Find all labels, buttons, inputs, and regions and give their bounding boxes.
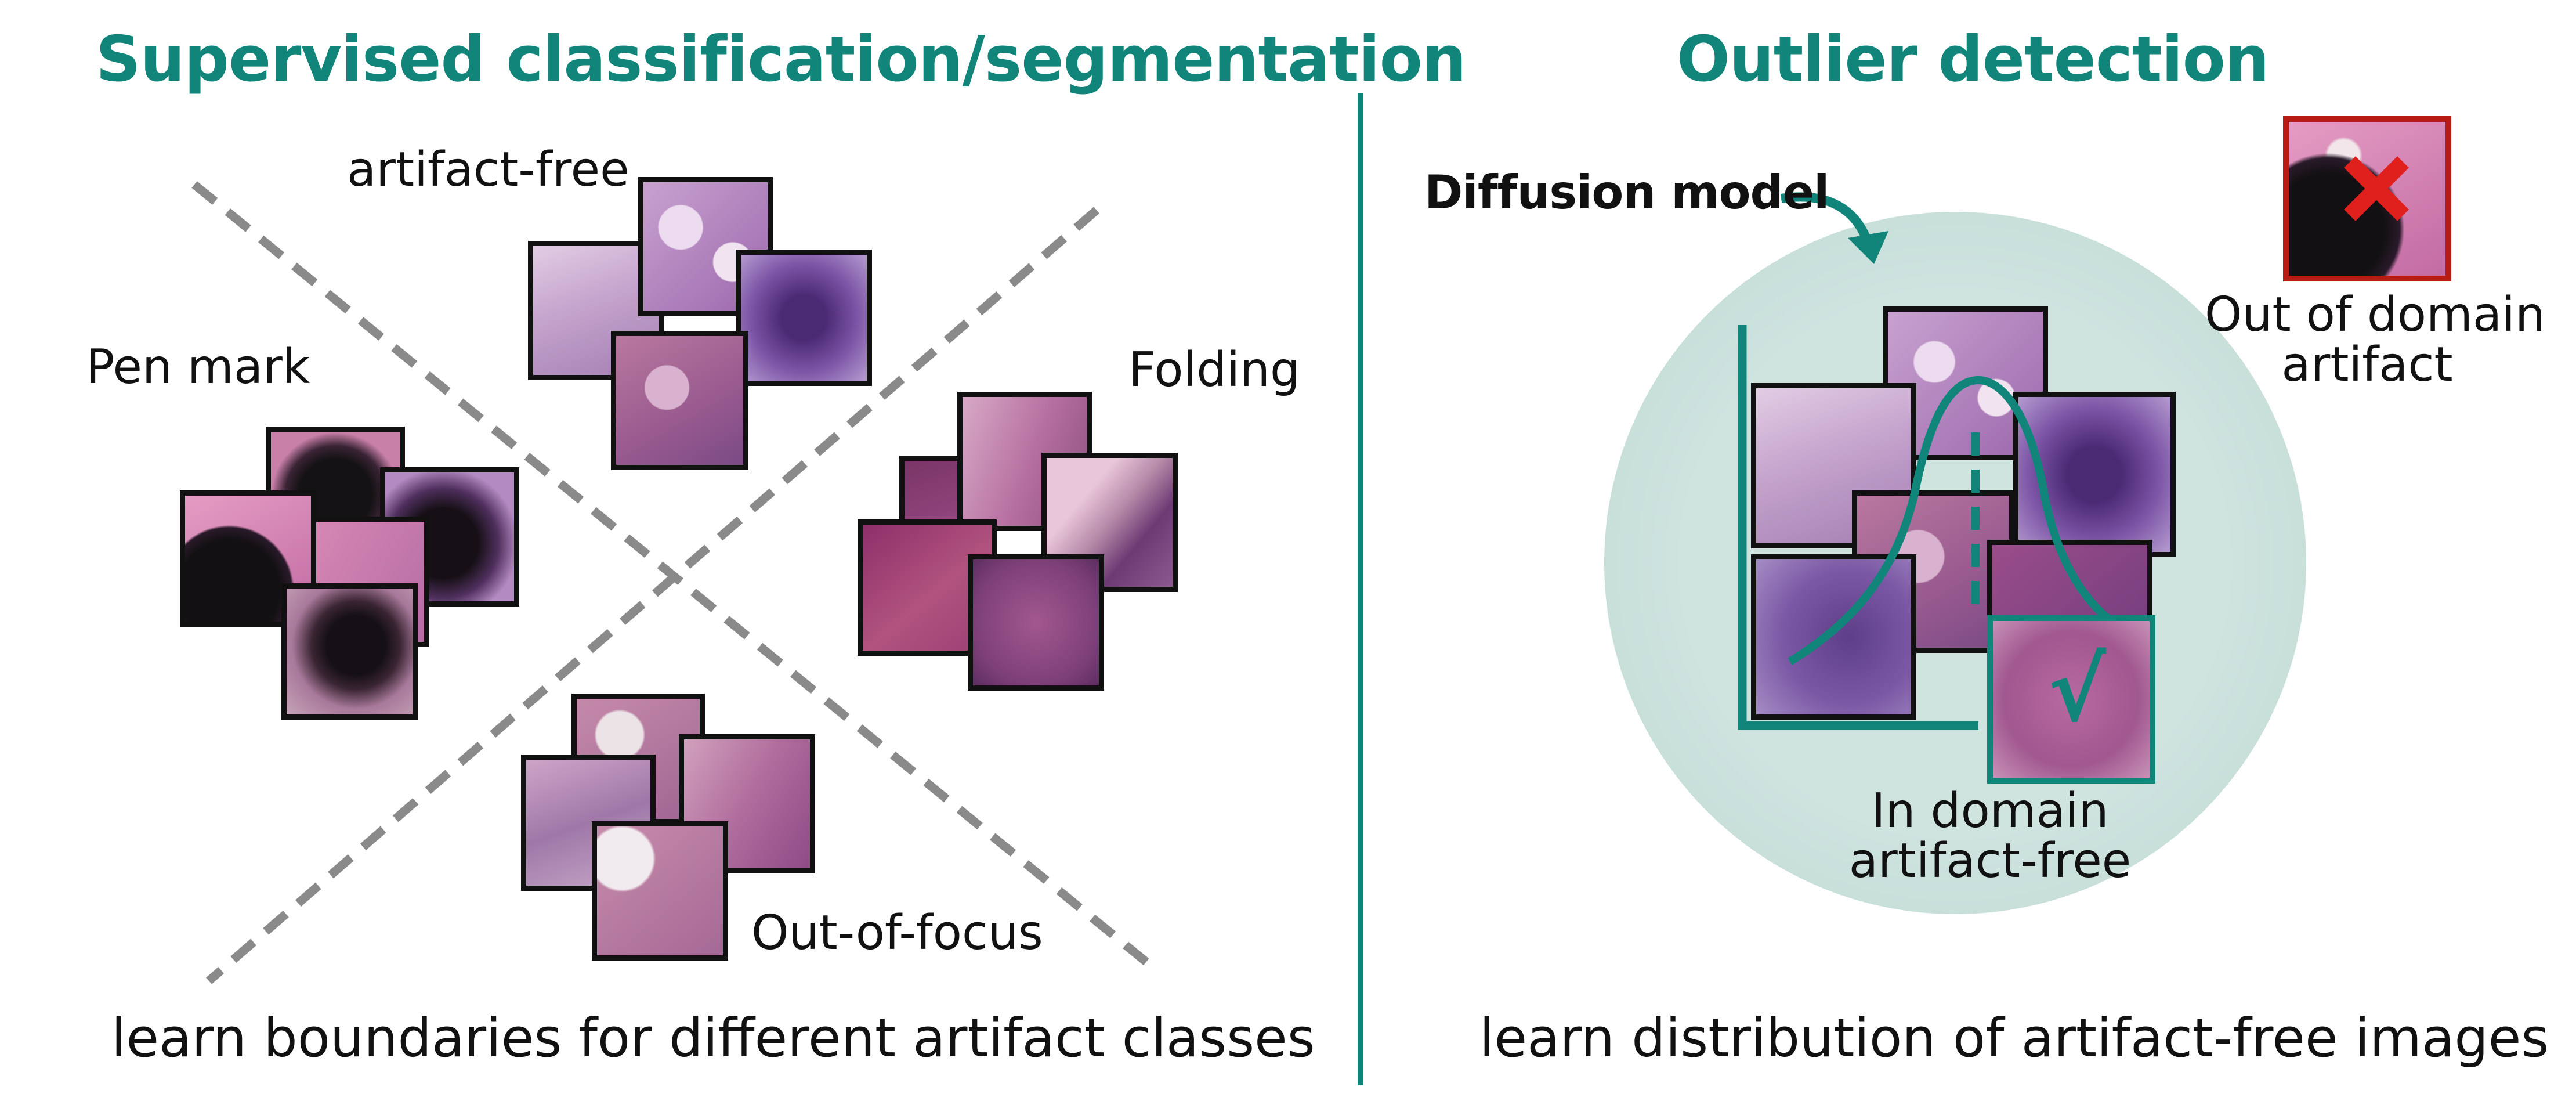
label-artifact-free: artifact-free — [347, 142, 629, 197]
gaussian-curve — [1788, 376, 2148, 665]
checkmark-icon: √ — [2048, 640, 2107, 741]
boundary-line-diagonal-up — [206, 207, 1099, 984]
in-domain-label-line-1: In domain — [1871, 784, 2109, 839]
out-of-domain-tile — [2283, 116, 2451, 281]
out-of-domain-label-line-1: Out of domain — [2205, 287, 2545, 342]
plot-axes — [1738, 325, 1978, 730]
label-folding: Folding — [1128, 342, 1301, 398]
out-of-domain-label-line-2: artifact — [2281, 337, 2453, 393]
tissue-tile — [592, 821, 728, 961]
tissue-tile — [281, 583, 418, 720]
right-panel-title: Outlier detection — [1677, 23, 2270, 96]
right-panel-caption: learn distribution of artifact-free imag… — [1479, 1007, 2549, 1069]
in-domain-label: In domain artifact-free — [1845, 786, 2135, 886]
tissue-tile — [611, 331, 748, 470]
label-pen-mark: Pen mark — [86, 340, 310, 395]
label-out-of-focus: Out-of-focus — [751, 905, 1043, 961]
tissue-tile — [736, 250, 872, 386]
tissue-tile — [968, 554, 1104, 691]
curved-arrow-icon — [1780, 192, 1873, 246]
arrowhead — [1848, 231, 1888, 264]
in-domain-label-line-2: artifact-free — [1848, 833, 2132, 889]
in-domain-query-tile: √ — [1987, 615, 2155, 784]
model-label: Diffusion model — [1424, 165, 1829, 219]
panel-divider — [1358, 93, 1363, 1085]
tissue-tile — [679, 734, 815, 873]
out-of-domain-label: Out of domain artifact — [2205, 287, 2545, 393]
red-x-icon — [2338, 151, 2414, 226]
left-panel-title: Supervised classification/segmentation — [96, 23, 1467, 96]
left-panel-caption: learn boundaries for different artifact … — [111, 1007, 1315, 1069]
tissue-tile — [1751, 554, 1916, 720]
